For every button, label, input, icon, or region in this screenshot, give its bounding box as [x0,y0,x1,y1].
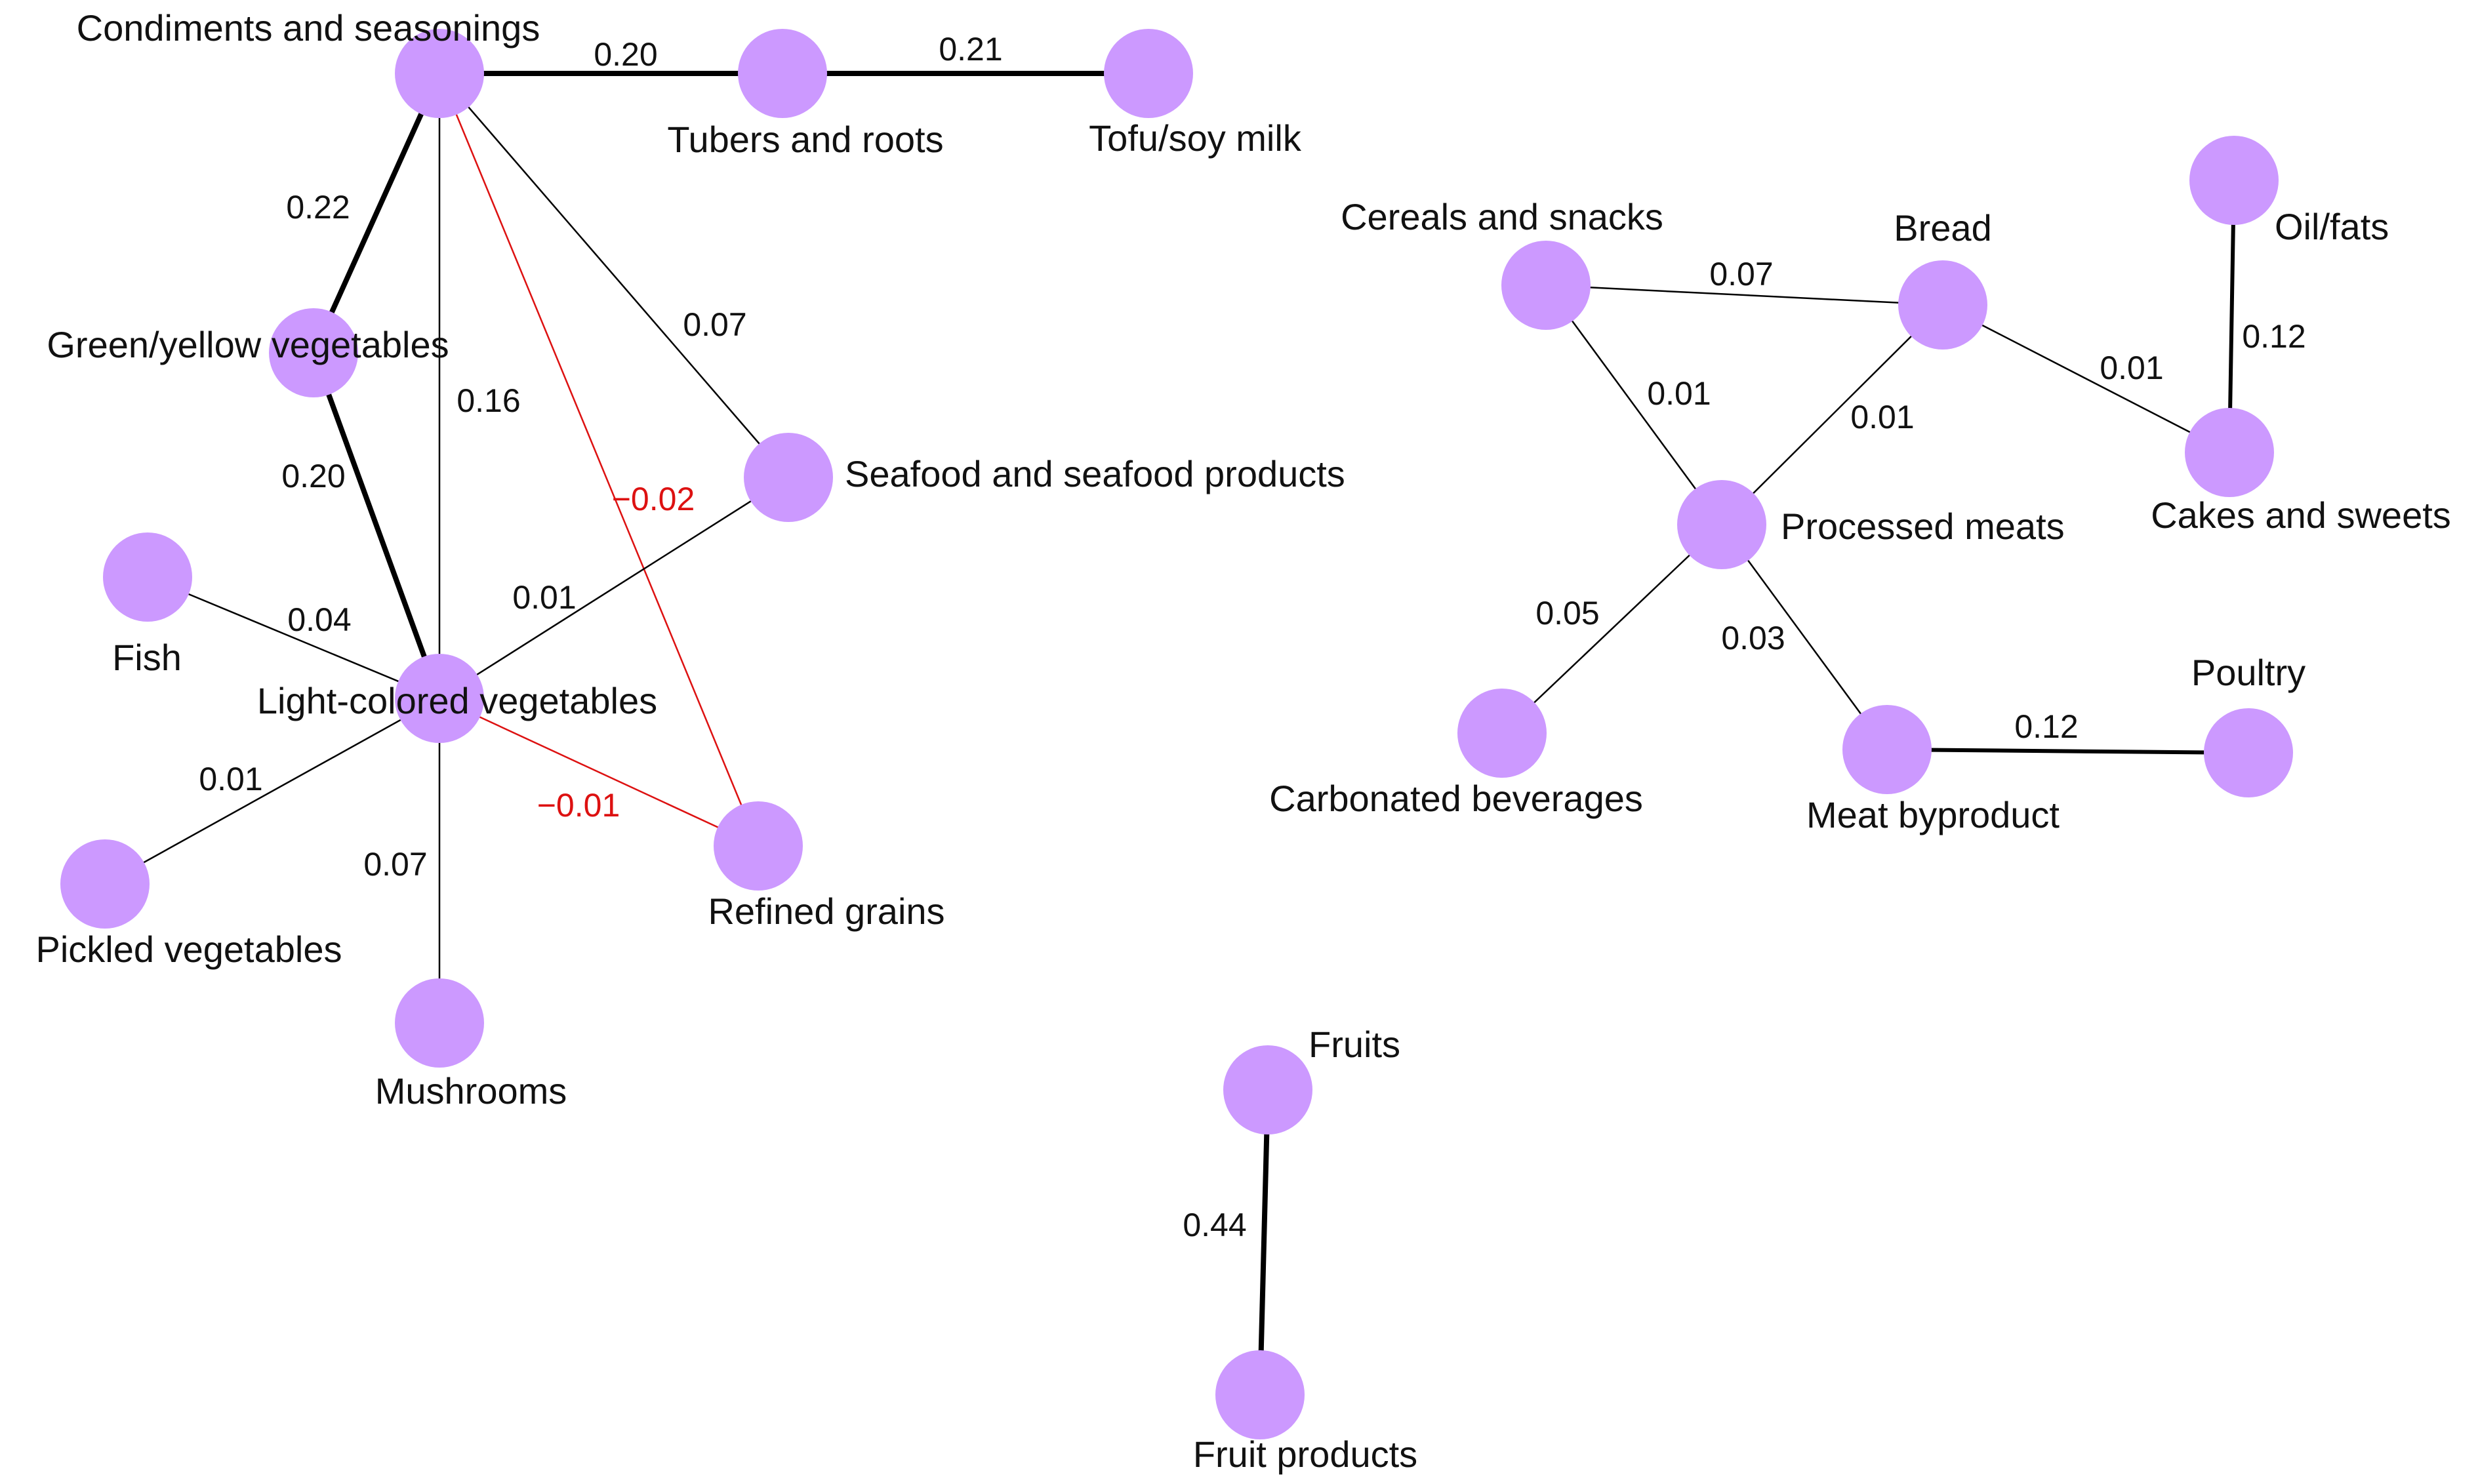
edge-weight-label: 0.12 [2014,708,2078,745]
edge-labels-layer: 0.20 0.21 0.22 0.16 −0.02 0.07 0.20 0.04 0.01 0.0… [199,31,2305,1243]
node-mushrooms [395,978,484,1068]
edge-bread-processed [1721,304,1943,525]
node-label-processed: Processed meats [1781,506,2065,547]
edge-bread-cakes [1942,304,2230,454]
edge-weight-label: 0.01 [1647,375,1711,412]
edge-condiments-greenyellow [311,72,442,354]
edge-weight-label: 0.01 [512,579,576,616]
node-lightcolored [395,654,484,743]
edge-greenyellow-lightcolored [311,351,442,700]
node-label-oilfats: Oil/fats [2275,206,2389,247]
edge-weight-label: 0.01 [2100,350,2163,386]
node-label-fruits: Fruits [1309,1024,1400,1065]
node-label-bread: Bread [1894,207,1991,249]
node-label-tofu: Tofu/soy milk [1089,117,1302,159]
edge-weight-label: 0.16 [457,382,520,419]
edge-weight-label: 0.12 [2242,318,2305,355]
node-label-cereals: Cereals and snacks [1341,196,1663,237]
edges-layer [104,71,2249,1395]
edge-condiments-refined [438,73,760,847]
edge-weight-label: 0.20 [594,36,657,73]
node-label-fruitproducts: Fruit products [1193,1434,1417,1475]
node-meatbyproduct [1842,705,1932,794]
node-label-poultry: Poultry [2191,652,2305,693]
node-label-condiments: Condiments and seasonings [77,7,540,49]
node-label-cakes: Cakes and sweets [2151,494,2451,536]
node-label-seafood: Seafood and seafood products [845,453,1345,494]
edge-processed-carbonated [1501,524,1722,734]
node-tofu [1104,29,1193,118]
node-cereals [1501,241,1591,330]
node-label-fish: Fish [112,637,182,678]
node-carbonated [1457,689,1547,778]
node-bread [1898,260,1987,350]
node-label-lightcolored: Light-colored vegetables [257,680,657,721]
node-fruitproducts [1215,1350,1305,1439]
edge-weight-label: 0.22 [286,189,350,226]
edge-seafood-lightcolored [439,476,789,700]
node-label-pickled: Pickled vegetables [36,929,342,970]
edge-fruits-fruitproducts [1257,1089,1270,1395]
node-label-meatbyproduct: Meat byproduct [1806,794,2060,835]
edge-weight-label: 0.05 [1535,595,1599,632]
edge-cereals-processed [1545,285,1723,525]
node-pickled [60,839,150,929]
nodes-layer [60,29,2293,1439]
node-condiments [395,29,484,118]
edge-lightcolored-pickled [104,697,440,885]
edge-weight-label: 0.07 [1709,256,1773,292]
node-seafood [744,433,833,522]
edge-weight-label: 0.21 [939,31,1002,68]
node-tubers [738,29,827,118]
edge-weight-label: 0.07 [363,846,427,883]
node-processed [1677,480,1766,569]
node-label-greenyellow: Green/yellow vegetables [47,324,449,365]
edge-weight-label: −0.01 [537,787,620,824]
node-cakes [2185,408,2274,497]
edge-weight-label: 0.01 [1850,399,1914,435]
edge-weight-label: 0.44 [1183,1207,1246,1243]
edge-meatbyproduct-poultry [1886,748,2249,755]
edge-weight-label: 0.01 [199,761,262,797]
node-label-refined: Refined grains [708,891,944,932]
edge-weight-label: 0.20 [281,458,345,494]
node-label-tubers: Tubers and roots [667,119,943,160]
edge-weight-label: −0.02 [612,481,695,517]
node-poultry [2204,708,2293,797]
edge-lightcolored-refined [439,697,759,847]
edge-processed-meatbyproduct [1720,524,1888,750]
node-refined [714,801,803,891]
edge-fish-lightcolored [147,576,440,700]
edge-cereals-bread [1545,284,1943,306]
node-oilfats [2189,136,2279,225]
node-fish [103,532,192,622]
edge-weight-label: 0.07 [683,306,746,343]
edge-weight-label: 0.04 [287,601,351,638]
node-label-carbonated: Carbonated beverages [1269,778,1643,819]
node-label-mushrooms: Mushrooms [375,1070,567,1112]
edge-weight-label: 0.03 [1721,620,1785,656]
node-fruits [1223,1045,1312,1134]
edge-condiments-seafood [439,73,789,478]
edge-oilfats-cakes [2227,180,2236,453]
node-greenyellow [269,308,358,397]
